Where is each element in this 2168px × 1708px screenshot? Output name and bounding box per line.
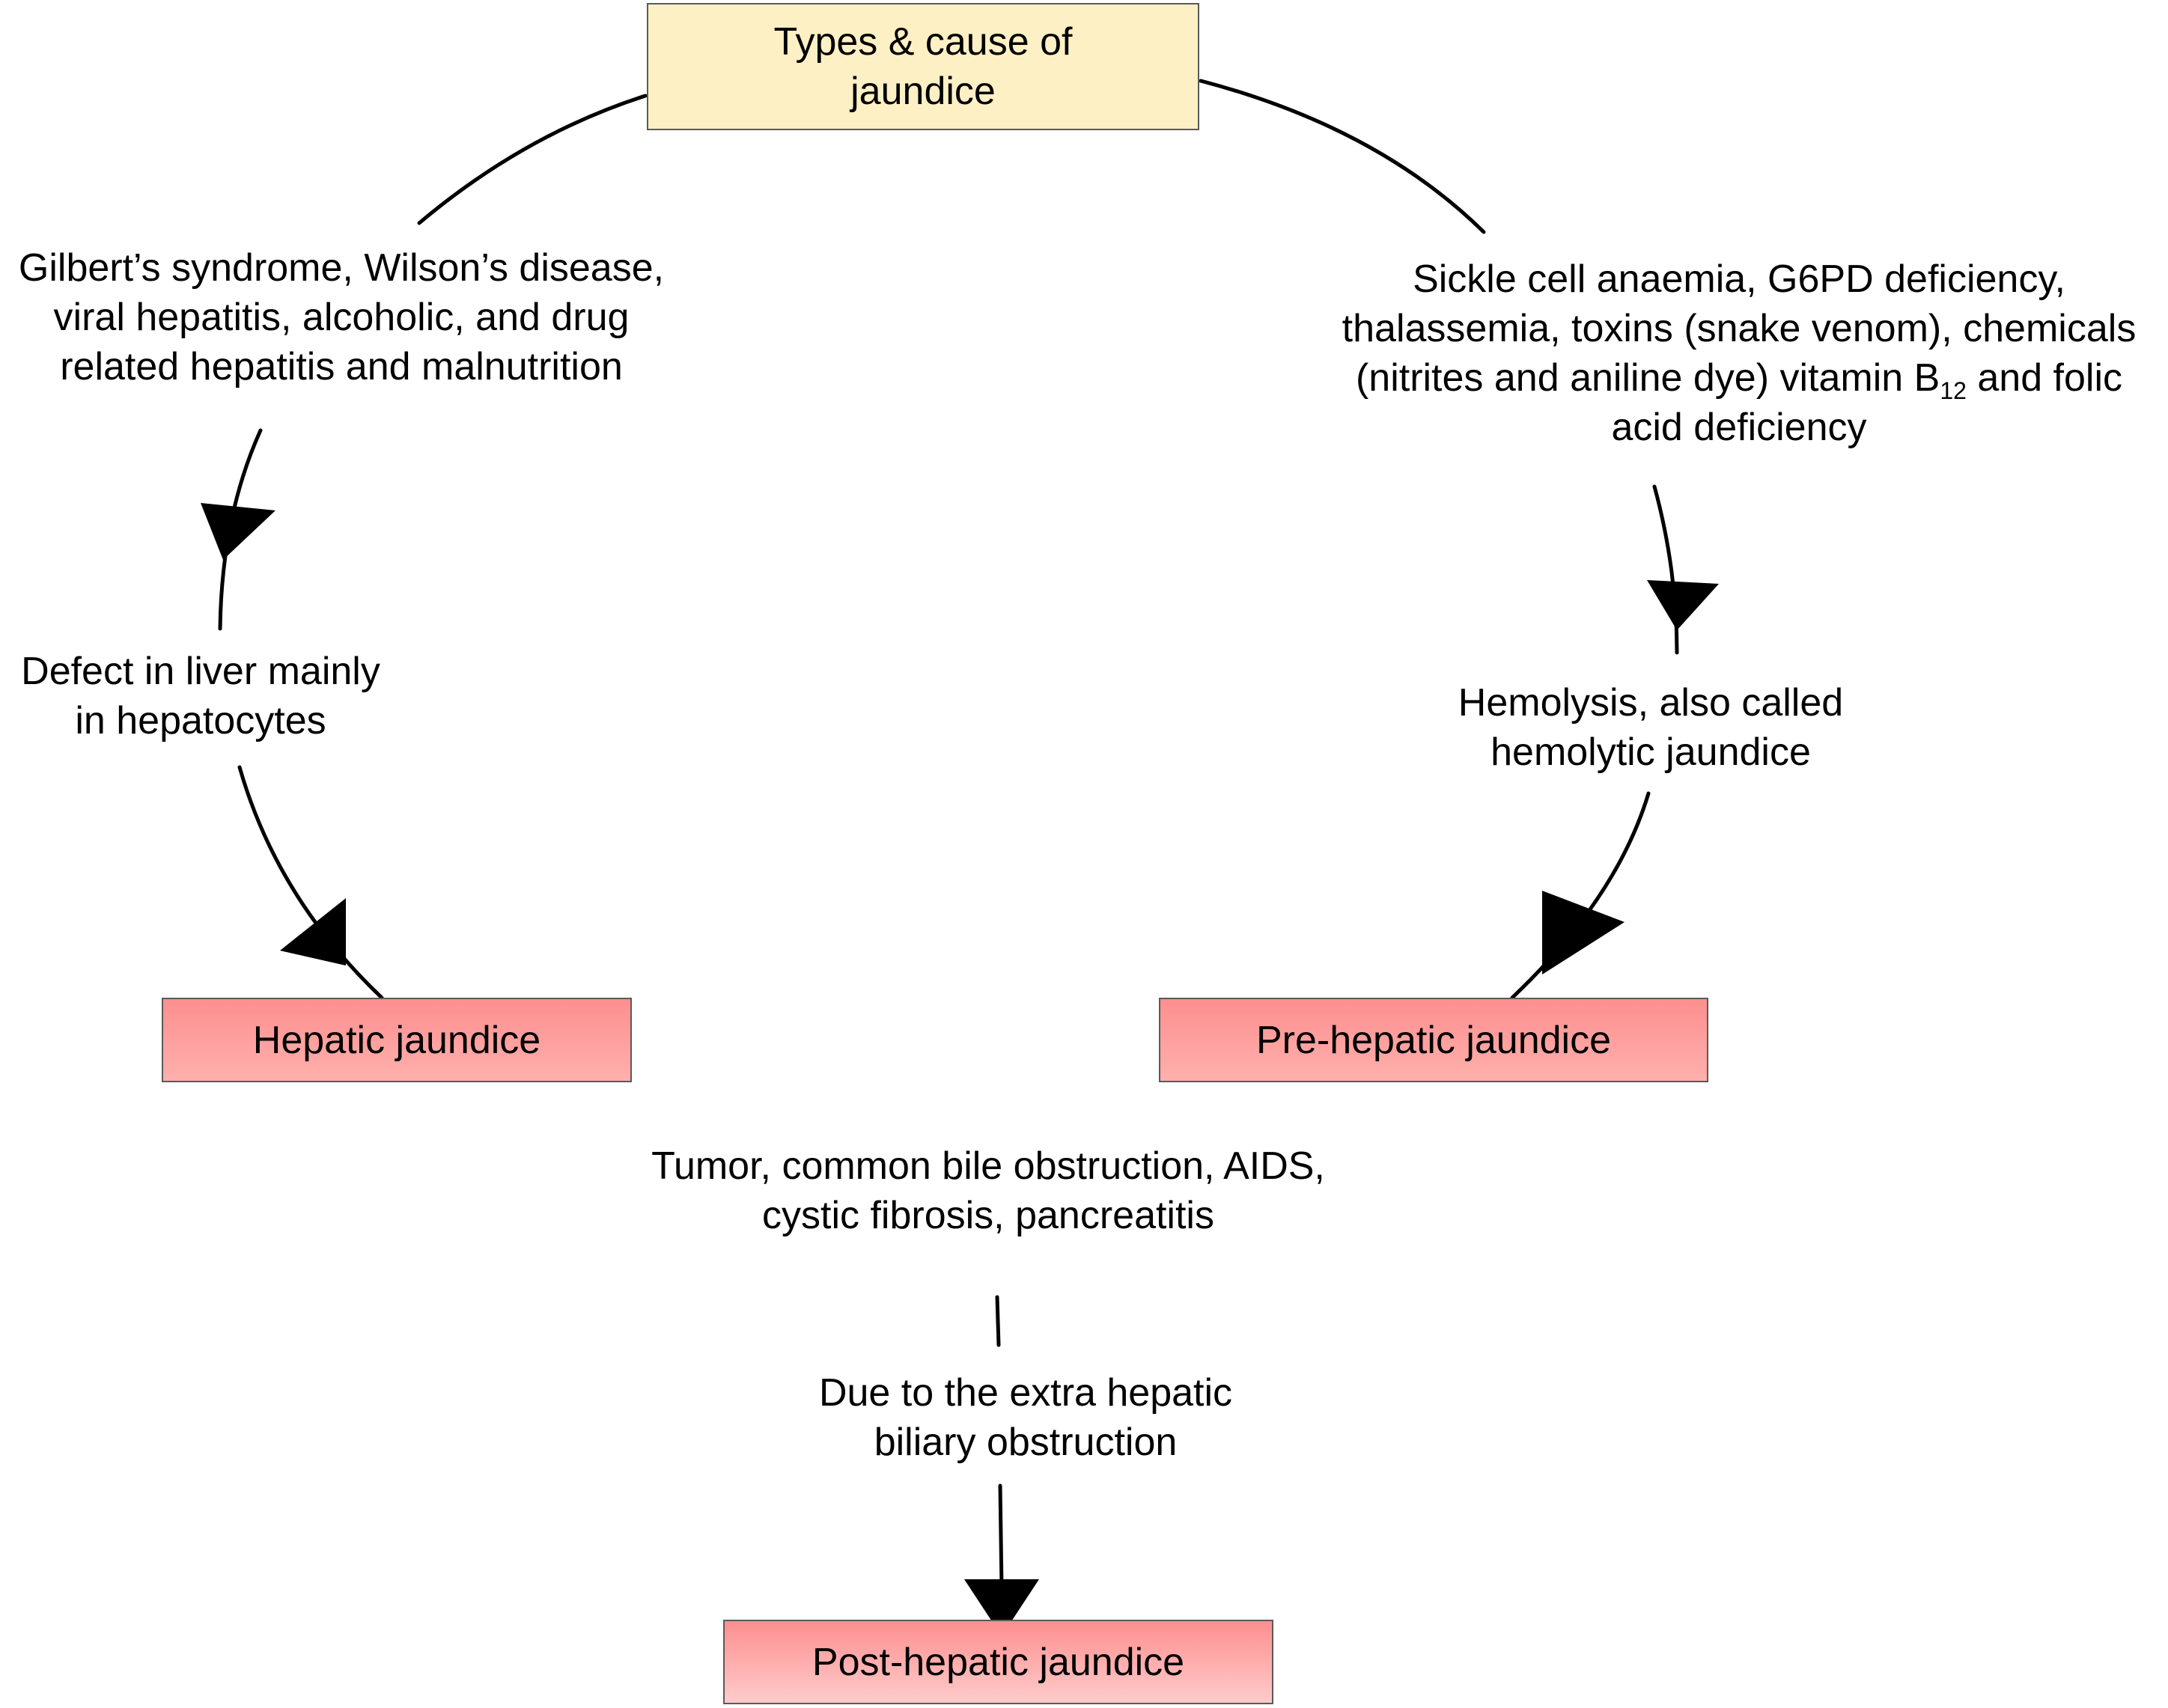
prehepatic-jaundice-text: Pre-hepatic jaundice [1255,1018,1612,1062]
arc-left-mechanism-to-hepatic [237,765,384,1000]
posthepatic-jaundice-text: Post-hepatic jaundice [812,1640,1185,1684]
hepatic-causes-label: Gilbert’s syndrome, Wilson’s disease, vi… [18,246,665,388]
hepatic-mechanism-label: Defect in liver mainly in hepatocytes [21,650,380,742]
hepatic-jaundice-text: Hepatic jaundice [252,1018,541,1062]
arc-title-to-left [417,94,648,225]
posthepatic-mechanism-label: Due to the extra hepatic biliary obstruc… [818,1371,1233,1464]
arrowhead-right-upper [1647,580,1719,630]
arc-right-causes-to-mechanism [1652,484,1679,655]
line-bottom-causes-to-mechanism [995,1295,1001,1347]
posthepatic-jaundice-box: Post-hepatic jaundice [723,1620,1273,1704]
arrowhead-left-upper [201,503,275,560]
title-text: Types & cause of jaundice [773,20,1073,113]
vitamin-subscript: 12 [1940,377,1967,405]
prehepatic-jaundice-box: Pre-hepatic jaundice [1159,998,1708,1082]
posthepatic-causes-label: Tumor, common bile obstruction, AIDS, cy… [651,1144,1325,1237]
hepatic-jaundice-box: Hepatic jaundice [162,998,632,1082]
arc-title-to-right [1199,79,1486,234]
title-box: Types & cause of jaundice [647,3,1199,130]
arc-right-mechanism-to-prehepatic [1510,791,1651,1000]
prehepatic-causes-text-b: and folic acid deficiency [1611,356,2123,449]
arrowhead-right-lower [1542,891,1625,975]
arrowhead-bottom [964,1579,1039,1636]
prehepatic-causes-text-a: Sickle cell anaemia, G6PD deficiency, th… [1342,257,2137,400]
line-bottom-mechanism-to-posthepatic [998,1483,1004,1589]
prehepatic-mechanism-label: Hemolysis, also called hemolytic jaundic… [1458,681,1844,774]
arrowhead-left-lower [280,898,346,966]
prehepatic-causes-label: Sickle cell anaemia, G6PD deficiency, th… [1310,254,2168,452]
